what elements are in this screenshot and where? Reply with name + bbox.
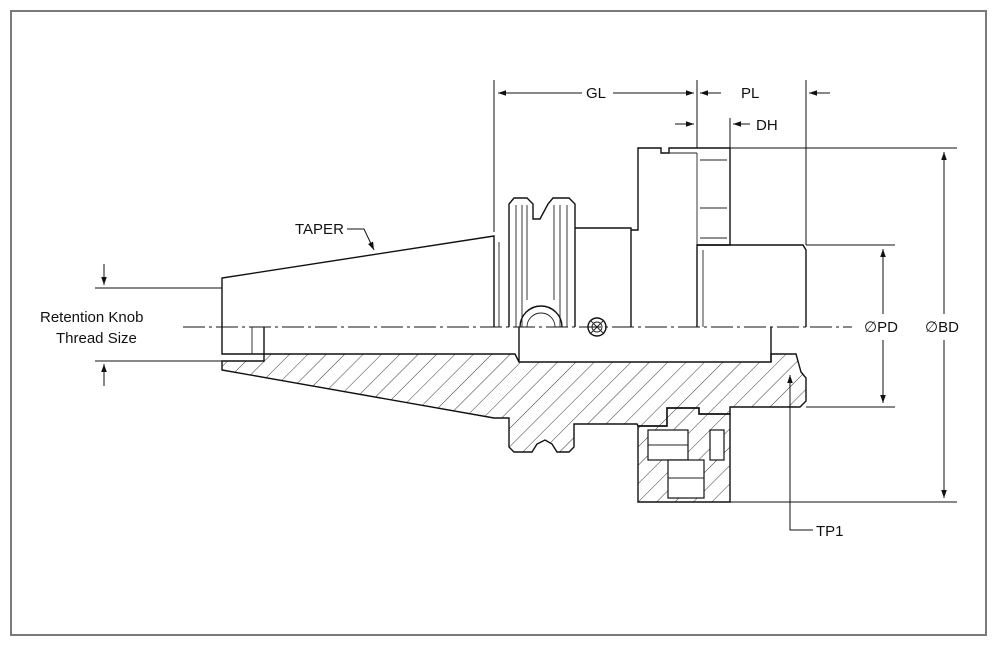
gl-label: GL [586, 85, 606, 102]
pl-label: PL [741, 85, 759, 102]
dimension-lines [95, 80, 957, 531]
taper-label: TAPER [295, 221, 344, 238]
pd-label: ∅PD [864, 319, 898, 336]
holder-section-view [221, 327, 807, 503]
drawing-frame [10, 10, 987, 636]
holder-upper-half [221, 147, 807, 337]
bd-label: ∅BD [925, 319, 959, 336]
tp1-label: TP1 [816, 523, 844, 540]
retention-knob-label: Retention Knob [40, 309, 143, 326]
dh-label: DH [756, 117, 778, 134]
thread-size-label: Thread Size [56, 330, 137, 347]
